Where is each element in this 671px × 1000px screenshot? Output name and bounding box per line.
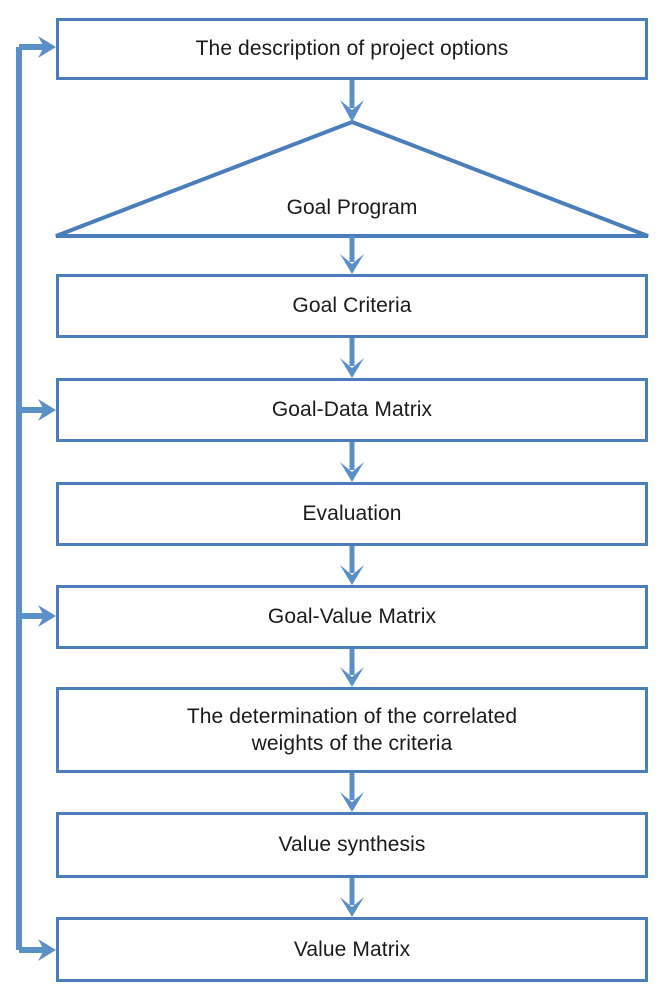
arrow-evaluation-to-goal-value-matrix [340, 546, 364, 585]
node-label-goal-program: Goal Program [286, 196, 418, 219]
node-determination-of-correlated-weights[interactable]: The determination of the correlated weig… [56, 687, 648, 773]
node-goal-value-matrix[interactable]: Goal-Value Matrix [56, 585, 648, 649]
arrow-goal-value-matrix-to-determination [340, 649, 364, 687]
arrow-goal-data-matrix-to-evaluation [340, 442, 364, 482]
node-evaluation[interactable]: Evaluation [56, 482, 648, 546]
arrow-value-synthesis-to-value-matrix [340, 878, 364, 917]
node-label: The description of project options [195, 37, 509, 61]
node-description-of-project-options[interactable]: The description of project options [56, 18, 648, 80]
node-label: Goal-Data Matrix [271, 398, 433, 422]
node-label: Evaluation [302, 502, 402, 526]
feedback-arrow-to-goal-value-matrix [19, 605, 56, 627]
arrow-description-to-goal-program [340, 80, 364, 122]
node-goal-criteria[interactable]: Goal Criteria [56, 274, 648, 338]
node-value-matrix[interactable]: Value Matrix [56, 917, 648, 982]
feedback-arrow-to-description-box [19, 36, 56, 58]
node-label: Goal Criteria [292, 294, 412, 318]
feedback-arrow-to-goal-data-matrix [19, 399, 56, 421]
node-label: Value synthesis [278, 833, 426, 857]
node-label: The determination of the correlated weig… [186, 704, 518, 755]
arrow-goal-program-to-goal-criteria [340, 236, 364, 274]
feedback-arrow-to-value-matrix [19, 939, 56, 961]
node-goal-data-matrix[interactable]: Goal-Data Matrix [56, 378, 648, 442]
node-value-synthesis[interactable]: Value synthesis [56, 812, 648, 878]
node-label: Goal-Value Matrix [267, 605, 437, 629]
arrow-goal-criteria-to-goal-data-matrix [340, 338, 364, 378]
arrow-determination-to-value-synthesis [340, 773, 364, 812]
node-label: Value Matrix [293, 937, 411, 961]
